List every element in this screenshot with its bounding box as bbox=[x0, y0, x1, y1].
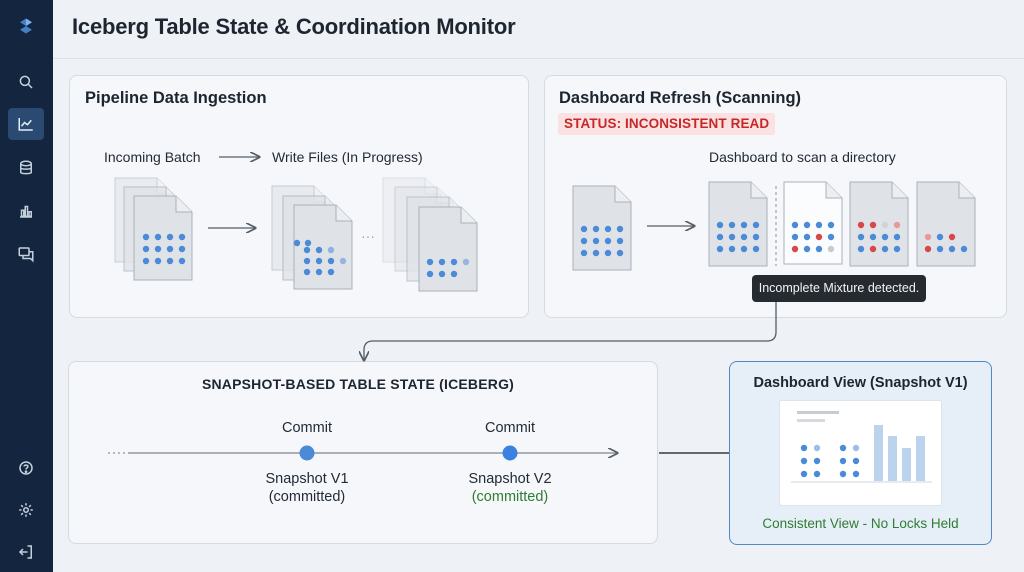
database-icon[interactable] bbox=[8, 152, 44, 184]
snapshot-v2-state: (committed) bbox=[471, 489, 549, 505]
page-title: Iceberg Table State & Coordination Monit… bbox=[72, 14, 516, 39]
scan-label: Dashboard to scan a directory bbox=[709, 149, 896, 165]
ingestion-card bbox=[69, 75, 529, 318]
ingestion-title: Pipeline Data Ingestion bbox=[85, 89, 267, 107]
logout-icon[interactable] bbox=[8, 536, 44, 568]
settings-icon[interactable] bbox=[8, 494, 44, 526]
header-divider bbox=[53, 58, 1024, 59]
status-badge: STATUS: INCONSISTENT READ bbox=[558, 113, 776, 135]
commit-label-v1: Commit bbox=[282, 420, 332, 436]
snapshot-v1-state: (committed) bbox=[268, 489, 346, 505]
write-files-label: Write Files (In Progress) bbox=[272, 149, 423, 165]
view-footer: Consistent View - No Locks Held bbox=[762, 516, 959, 531]
help-icon[interactable] bbox=[8, 452, 44, 484]
tooltip: Incomplete Mixture detected. bbox=[752, 275, 926, 302]
view-title: Dashboard View (Snapshot V1) bbox=[753, 375, 968, 391]
mini-dashboard-preview bbox=[779, 400, 942, 506]
commit-label-v2: Commit bbox=[485, 420, 535, 436]
line-chart-icon[interactable] bbox=[8, 108, 44, 140]
messages-icon[interactable] bbox=[8, 238, 44, 270]
snapshot-v2-name: Snapshot V2 bbox=[468, 471, 552, 487]
refresh-title: Dashboard Refresh (Scanning) bbox=[559, 89, 802, 107]
snapshot-v1-name: Snapshot V1 bbox=[265, 471, 349, 487]
search-icon[interactable] bbox=[8, 66, 44, 98]
incoming-batch-label: Incoming Batch bbox=[104, 149, 201, 165]
sidebar bbox=[0, 0, 53, 572]
logo-icon[interactable] bbox=[8, 10, 44, 42]
bar-chart-icon[interactable] bbox=[8, 195, 44, 227]
snapshot-title: SNAPSHOT-BASED TABLE STATE (ICEBERG) bbox=[201, 376, 515, 392]
